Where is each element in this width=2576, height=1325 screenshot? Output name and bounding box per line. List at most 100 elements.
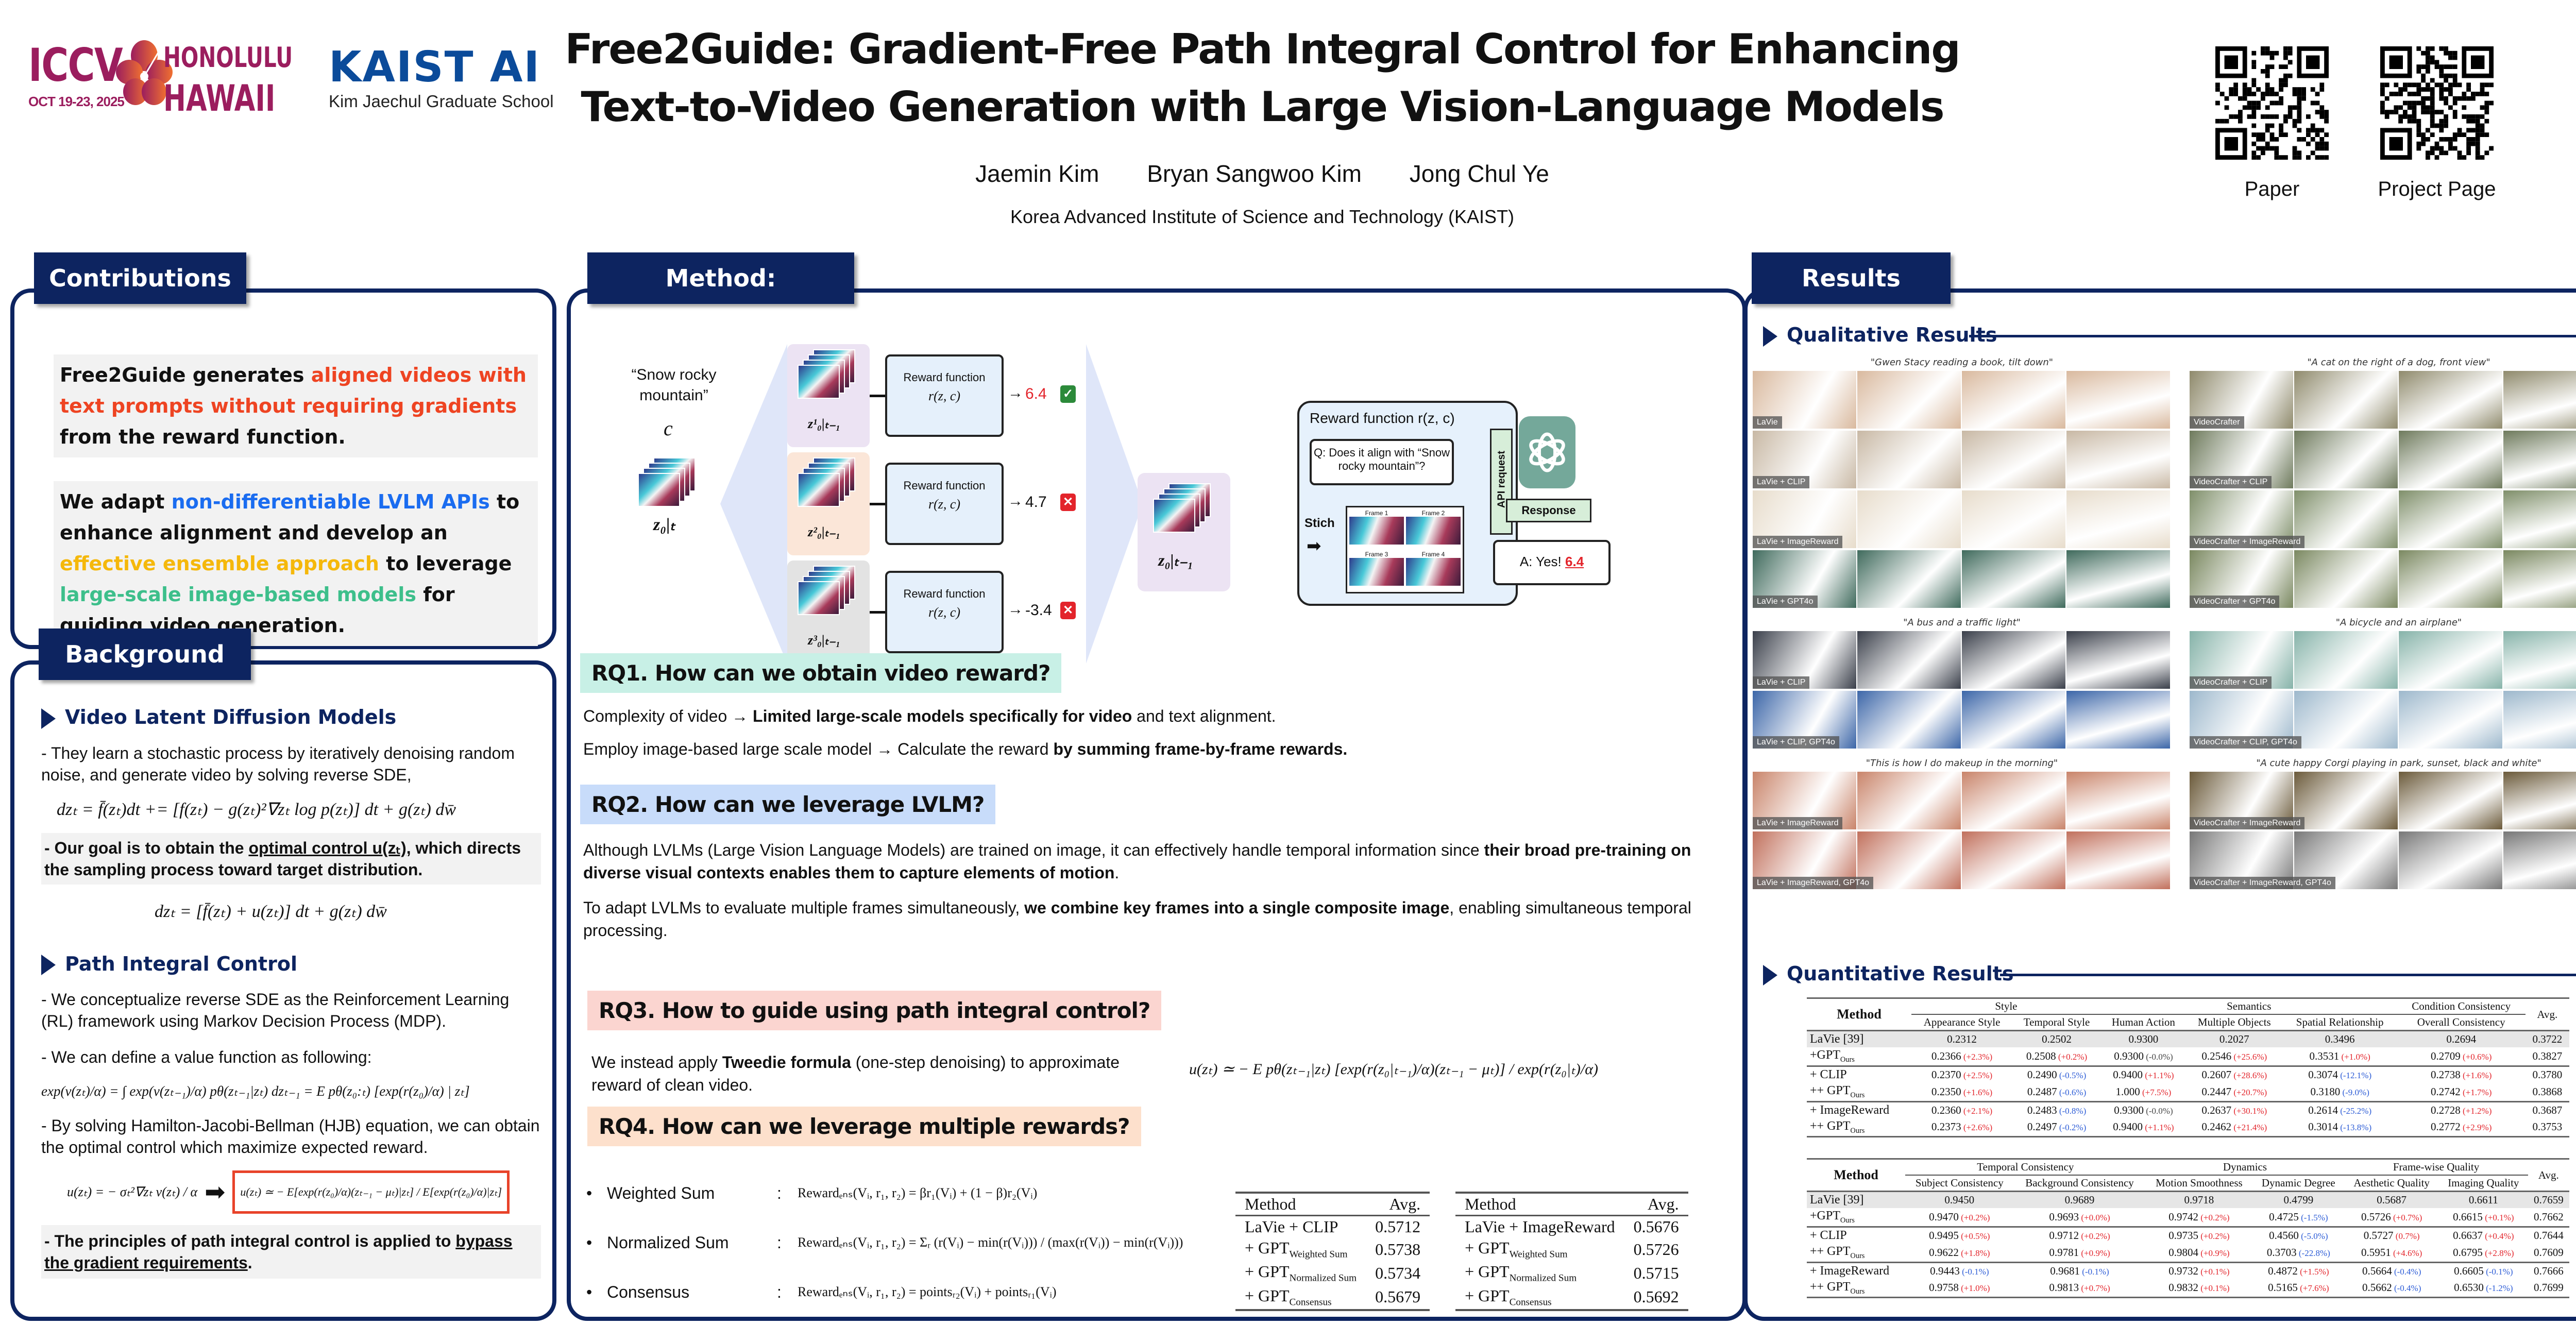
highlight-lvlm-apis: non-differentiable LVLM APIs (171, 490, 490, 513)
optimal-control-equation: u(zₜ) = − σₜ²∇zₜ v(zₜ) / α (67, 1184, 198, 1199)
diagram-prompt: “Snow rocky mountain” (631, 366, 717, 404)
metric-cell: 0.4725 (-1.5%) (2252, 1208, 2344, 1227)
metric-delta: (+1.6%) (2460, 1070, 2492, 1080)
reward-function-formula: r(z, c) (928, 605, 961, 620)
metric-value: 0.3531 (2309, 1049, 2340, 1062)
metric-cell: 0.2508 (+0.2%) (2012, 1047, 2101, 1066)
rq2-paragraph-1: Although LVLMs (Large Vision Language Mo… (583, 841, 1691, 882)
metric-delta: (+2.1%) (1961, 1106, 1993, 1116)
ensemble-method-item: •Normalized Sum:Rewardₑₙₛ(Vᵢ, r₁, r₂) = … (586, 1218, 1230, 1267)
metric-value: 0.2027 (2219, 1033, 2249, 1045)
metric-delta-value: +0.7% (2396, 1212, 2419, 1222)
column-group-header: Style (1911, 998, 2101, 1015)
method-cell: LaVie + ImageReward (1455, 1216, 1624, 1238)
method-name: + ImageReward (1810, 1264, 1890, 1278)
video-frame (1962, 371, 2065, 429)
method-name: LaVie + ImageReward (1465, 1217, 1615, 1236)
video-frame-strip: LaVie (1753, 371, 2171, 429)
connector-line (870, 611, 885, 614)
metric-value: 0.2370 (1931, 1068, 1961, 1081)
metric-delta: (+2.5%) (1961, 1070, 1993, 1080)
column-header: Human Action (2111, 1016, 2175, 1028)
method-cell: ++ GPTOurs (1807, 1118, 1911, 1137)
method-variant: Ours (1850, 1126, 1865, 1135)
metric-delta: (-0.5%) (2057, 1070, 2087, 1080)
example-caption: "This is how I do makeup in the morning" (1866, 758, 2058, 769)
metric-delta: (+0.2%) (2079, 1231, 2110, 1241)
metric-delta-value: +0.2% (2203, 1212, 2227, 1222)
contribution-1: Free2Guide generates aligned videos with… (54, 354, 538, 457)
frame-image (1349, 517, 1404, 545)
metric-cell: 0.9681 (-0.1%) (2013, 1261, 2146, 1279)
metric-value: 0.2462 (2201, 1120, 2232, 1133)
metric-delta-value: +7.6% (2302, 1283, 2326, 1294)
video-frame (2066, 831, 2170, 889)
metric-value: 0.4560 (2269, 1229, 2299, 1242)
metric-delta: (-0.0%) (2143, 1106, 2173, 1116)
column-header: Spatial Relationship (2296, 1016, 2384, 1028)
bullet-icon: • (586, 1282, 592, 1301)
avg-score: 0.3753 (2532, 1120, 2563, 1133)
metric-delta-value: +1.6% (2465, 1070, 2489, 1080)
metric-value: 0.2366 (1931, 1049, 1961, 1062)
qualitative-example: "Gwen Stacy reading a book, tilt down"La… (1753, 357, 2171, 610)
metric-value: 0.9712 (2049, 1229, 2079, 1242)
method-cell: + GPTWeighted Sum (1235, 1237, 1366, 1261)
pic-text-3: - By solving Hamilton-Jacobi-Bellman (HJ… (41, 1116, 540, 1157)
metric-delta: (+1.1%) (2142, 1070, 2174, 1080)
metric-delta-value: +2.1% (1966, 1106, 1990, 1116)
example-caption: "A cat on the right of a dog, front view… (2307, 357, 2490, 368)
method-name: + GPT (1465, 1286, 1510, 1305)
metric-value: 0.2637 (2201, 1103, 2232, 1116)
strip-method-label: LaVie + CLIP (1753, 676, 1810, 689)
metric-delta: (+7.6%) (2297, 1283, 2329, 1294)
metric-delta: (+1.5%) (2297, 1266, 2329, 1277)
metric-cell: 0.2607 (+28.6%) (2185, 1065, 2283, 1083)
metric-delta-value: +1.2% (2465, 1106, 2489, 1116)
column-header: Background Consistency (2025, 1177, 2134, 1189)
metric-value: 0.9470 (1929, 1210, 1959, 1223)
metric-delta: (+0.2%) (2198, 1212, 2230, 1222)
stitch-label: Stich (1304, 516, 1335, 530)
reward-function-label: Reward function (903, 371, 986, 384)
video-frame (2066, 691, 2170, 749)
selected-frames-image (1153, 483, 1215, 535)
frame-label: Frame 1 (1365, 509, 1388, 517)
avg-score: 0.3687 (2525, 1100, 2569, 1118)
project-page-qr-code[interactable] (2380, 41, 2494, 165)
metric-delta-value: +25.6% (2236, 1051, 2264, 1062)
metric-delta: (+28.6%) (2231, 1070, 2267, 1080)
metric-delta: (-0.4%) (2392, 1283, 2421, 1294)
video-frame (1857, 490, 1961, 548)
metric-delta-value: +28.6% (2236, 1070, 2264, 1080)
column-header: Aesthetic Quality (2353, 1177, 2430, 1189)
avg-score: 0.3827 (2532, 1049, 2563, 1062)
metric-delta: (+1.0%) (2339, 1051, 2370, 1062)
metric-cell: 0.9470 (+0.2%) (1905, 1208, 2013, 1227)
method-cell: ++ GPTOurs (1807, 1279, 1905, 1298)
metric-value: 0.9813 (2049, 1281, 2079, 1294)
metric-cell: 0.2370 (+2.5%) (1911, 1065, 2013, 1083)
video-frame (2399, 371, 2502, 429)
avg-score: 0.3722 (2532, 1033, 2563, 1045)
video-frame (2399, 431, 2502, 488)
avg-score: 0.7662 (2533, 1210, 2564, 1223)
video-frame (2399, 631, 2502, 689)
metric-delta: (-12.1%) (2337, 1070, 2372, 1080)
vldm-text: - They learn a stochastic process by ite… (41, 743, 515, 784)
metric-cell: 0.9400 (+1.1%) (2101, 1118, 2186, 1137)
answer-text: A: Yes! (1519, 554, 1562, 569)
method-name: ++ GPT (1810, 1119, 1851, 1133)
metric-delta: (+2.9%) (2460, 1123, 2492, 1133)
candidate-frames-image (798, 349, 859, 401)
stitched-frame: Frame 2 (1406, 509, 1461, 549)
metric-value: 0.9781 (2049, 1246, 2079, 1259)
column-header: Imaging Quality (2448, 1177, 2519, 1189)
metric-cell: 0.9443 (-0.1%) (1905, 1261, 2014, 1279)
paper-qr-code[interactable] (2215, 41, 2329, 165)
